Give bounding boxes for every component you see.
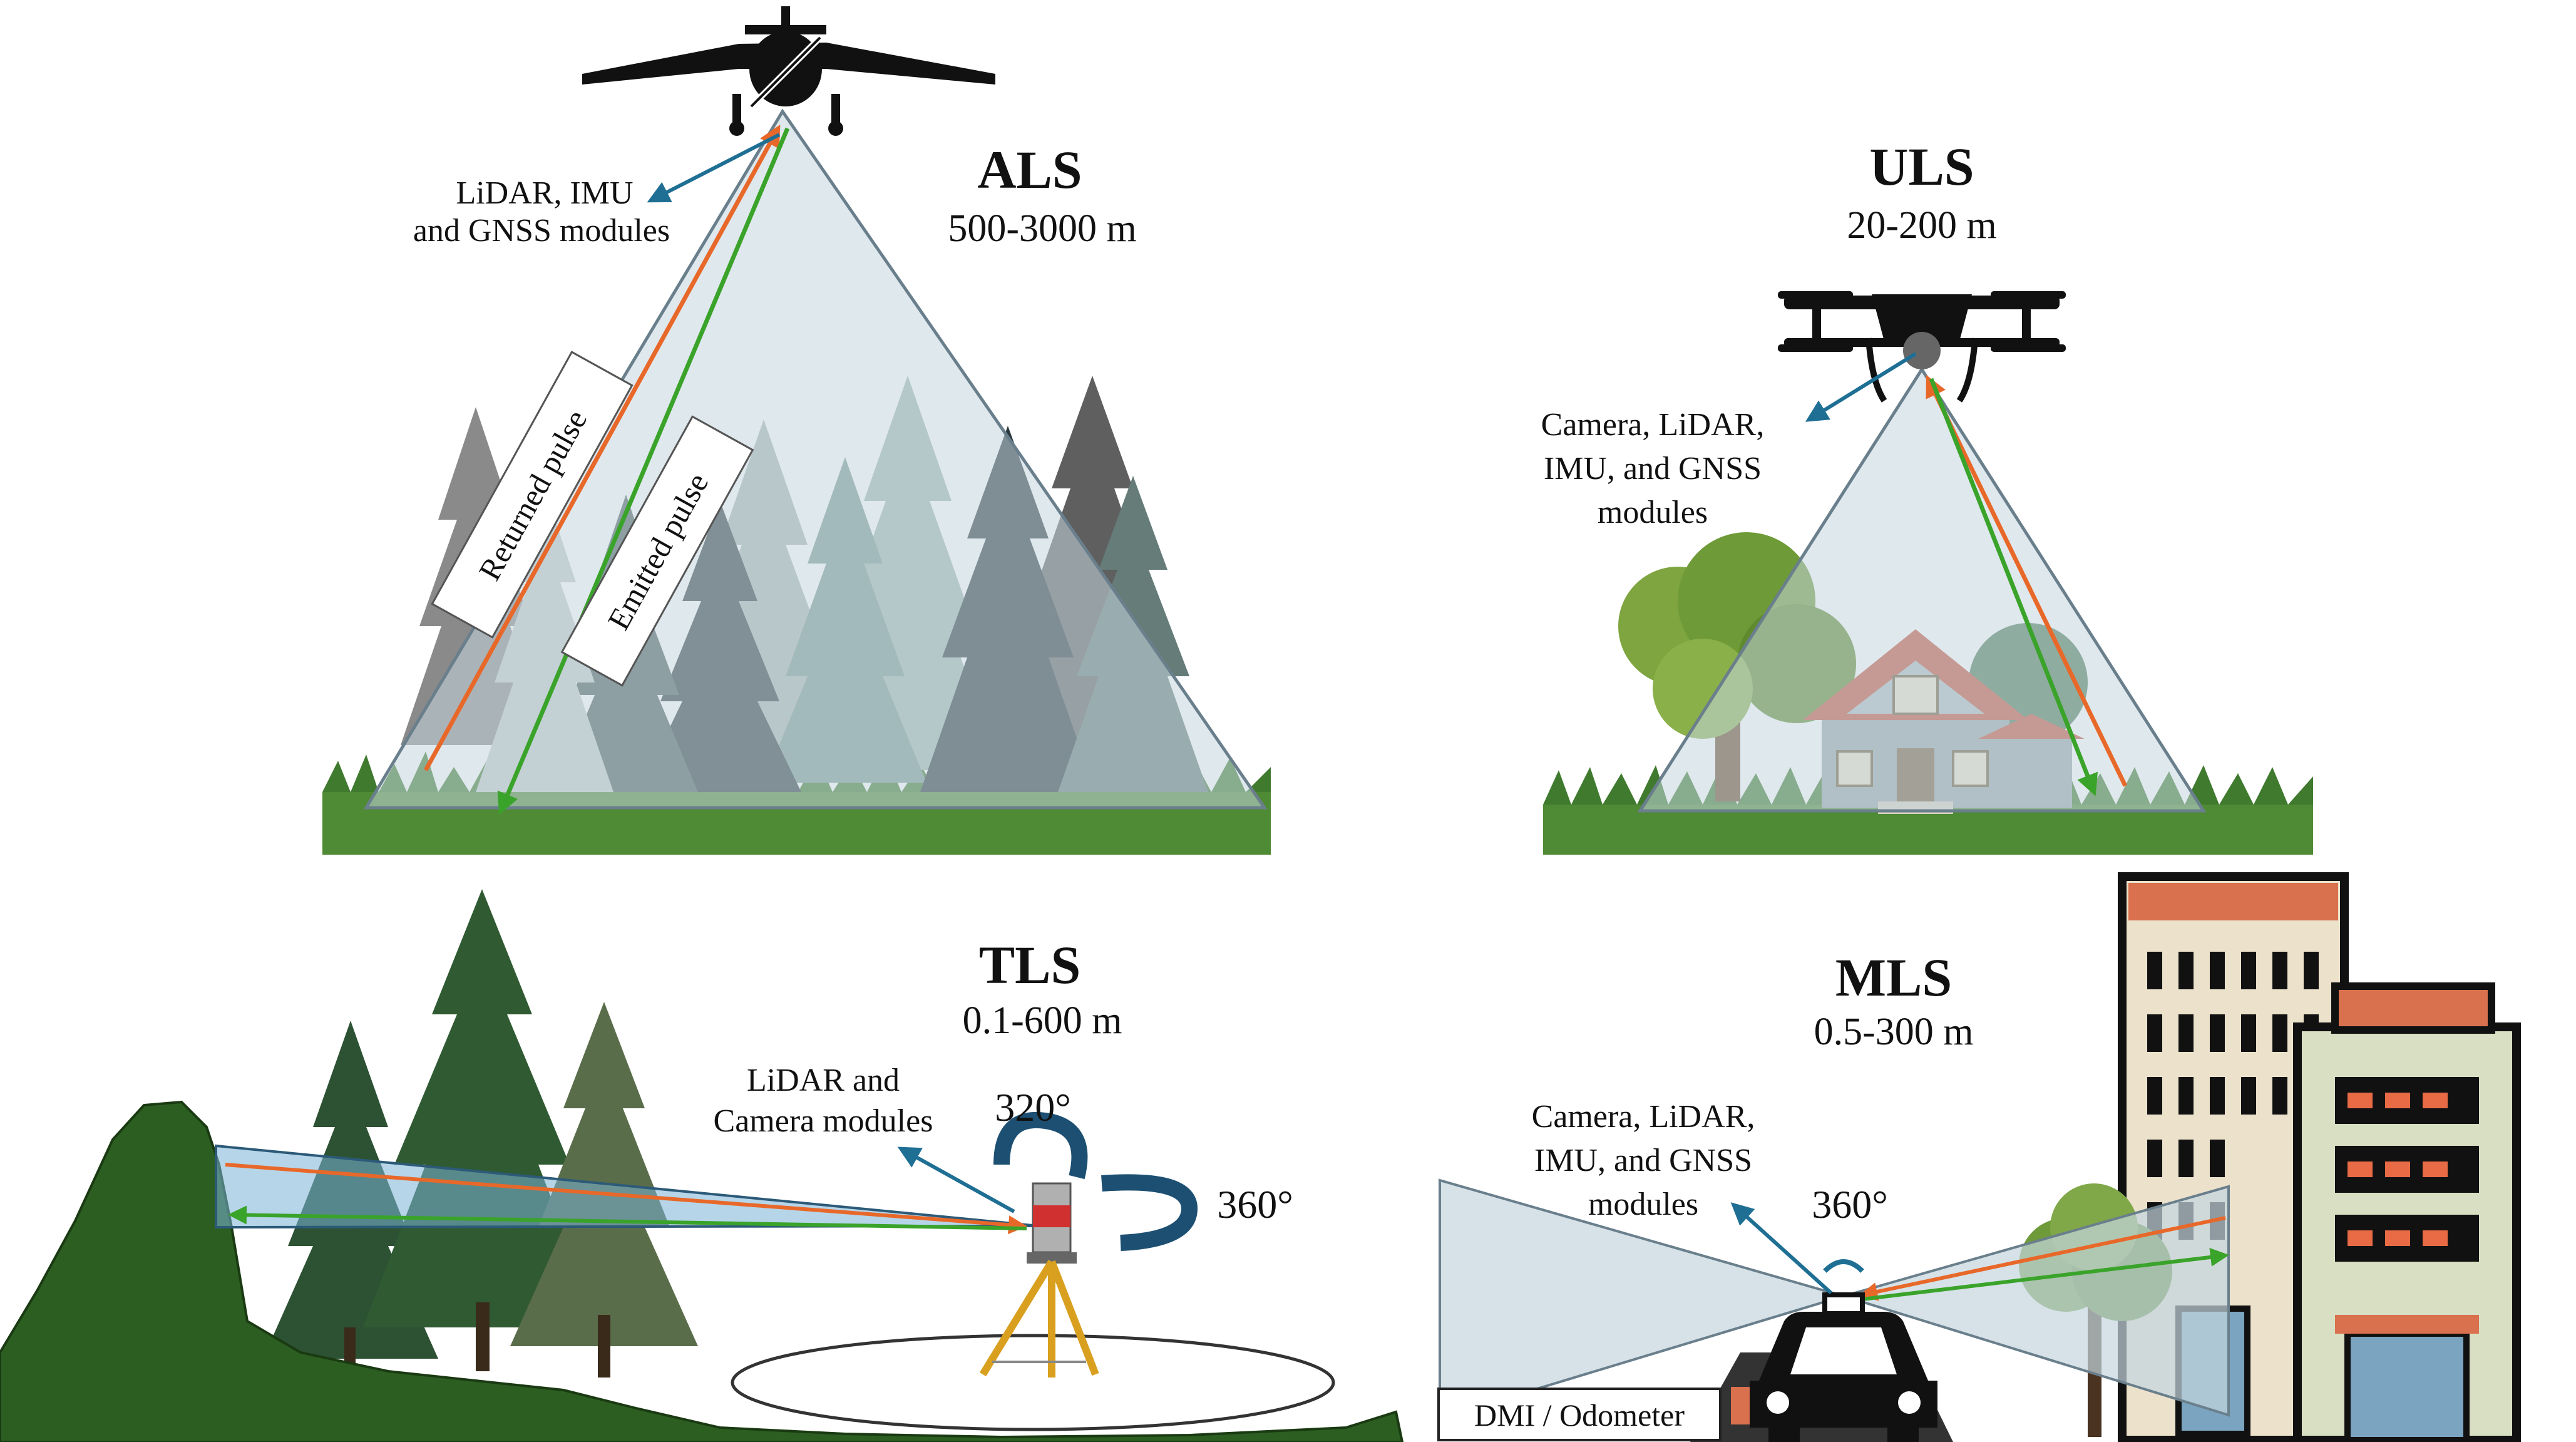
als-panel: Returned pulse Emitted pulse LiDAR, IMU …	[322, 6, 1271, 855]
mls-returned-pulse	[1859, 1216, 2226, 1301]
uls-modules-line-1: Camera, LiDAR,	[1541, 407, 1765, 443]
tls-title: TLS	[979, 935, 1081, 995]
tls-emitted-pulse	[228, 1205, 1027, 1230]
als-range: 500-3000 m	[948, 207, 1136, 250]
uls-returned-pulse	[1926, 374, 2128, 787]
mls-odometer-box	[1437, 1388, 1722, 1441]
airplane-icon	[582, 6, 995, 136]
tls-vertical-rotation-label: 320°	[995, 1085, 1071, 1130]
mls-emitted-pulse	[1862, 1247, 2229, 1301]
tls-modules-line-2: Camera modules	[714, 1103, 933, 1139]
uls-emitted-pulse	[1929, 378, 2098, 796]
drone-icon	[1778, 291, 2066, 403]
mls-modules-line-2: IMU, and GNSS	[1534, 1143, 1752, 1178]
uls-range: 20-200 m	[1847, 204, 1996, 247]
uls-title: ULS	[1869, 136, 1974, 197]
tls-modules-line-1: LiDAR and	[747, 1063, 900, 1098]
als-returned-pulse	[423, 124, 781, 771]
mls-range: 0.5-300 m	[1814, 1011, 1974, 1053]
tls-horizontal-rotation-icon	[1101, 1174, 1198, 1251]
uls-scan-cone	[1637, 366, 2207, 813]
als-title: ALS	[977, 140, 1082, 200]
tls-scanner-icon	[979, 1182, 1099, 1378]
mls-scan-cone-right	[1839, 1185, 2230, 1417]
uls-panel: Camera, LiDAR, IMU, and GNSS modules ULS…	[1541, 136, 2313, 855]
mls-modules-pointer	[1730, 1202, 1833, 1295]
car-icon	[1750, 1292, 1937, 1442]
tls-forest	[263, 889, 698, 1378]
tls-horizontal-rotation-label: 360°	[1217, 1182, 1293, 1227]
uls-modules-line-3: modules	[1598, 495, 1708, 530]
als-modules-pointer	[647, 133, 781, 203]
tls-ground-circle	[731, 1334, 1335, 1431]
tls-hill	[0, 1100, 1404, 1442]
mls-panel: DMI / Odometer Camera, LiDAR, IMU, and G…	[1437, 872, 2521, 1442]
mls-odometer-wheel	[1731, 1387, 1750, 1424]
als-emitted-label-box: Emitted pulse	[560, 415, 754, 687]
als-emitted-pulse	[497, 127, 790, 815]
tls-modules-pointer	[897, 1146, 1015, 1213]
mls-rotation-icon	[1823, 1259, 1864, 1273]
als-modules-line-1: LiDAR, IMU	[456, 175, 633, 211]
uls-modules-line-2: IMU, and GNSS	[1544, 451, 1762, 487]
tls-range: 0.1-600 m	[963, 999, 1122, 1042]
tls-returned-pulse	[225, 1163, 1027, 1235]
tls-vertical-rotation-icon	[993, 1111, 1088, 1180]
tls-panel: LiDAR and Camera modules 320° 360° TLS 0…	[0, 889, 1404, 1442]
mls-modules-line-3: modules	[1588, 1187, 1698, 1222]
als-modules-line-2: and GNSS modules	[413, 213, 670, 249]
mls-rotation-label: 360°	[1812, 1182, 1888, 1227]
mls-title: MLS	[1835, 947, 1952, 1007]
mls-scan-cone-left	[1439, 1178, 1849, 1420]
tls-scan-beam	[215, 1144, 1040, 1229]
mls-modules-line-1: Camera, LiDAR,	[1532, 1099, 1755, 1135]
mls-odometer-label: DMI / Odometer	[1474, 1398, 1685, 1433]
uls-modules-pointer	[1805, 352, 1917, 422]
tls-tree	[510, 1002, 698, 1346]
